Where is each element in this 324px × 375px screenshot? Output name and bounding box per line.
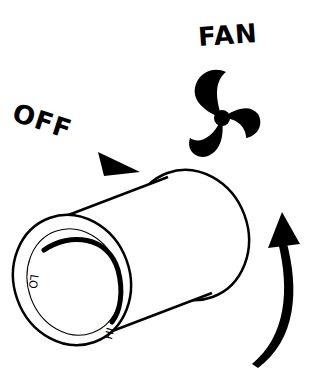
- hi-label: HI: [103, 327, 117, 341]
- rotation-arrow: [252, 212, 300, 368]
- off-pointer: [98, 152, 140, 176]
- knob: [0, 153, 267, 362]
- fan-label: FAN: [197, 20, 258, 50]
- lo-label: LO: [27, 274, 40, 290]
- off-label: OFF: [9, 99, 75, 142]
- fan-symbol: [189, 70, 260, 157]
- scale-arc: [44, 239, 121, 322]
